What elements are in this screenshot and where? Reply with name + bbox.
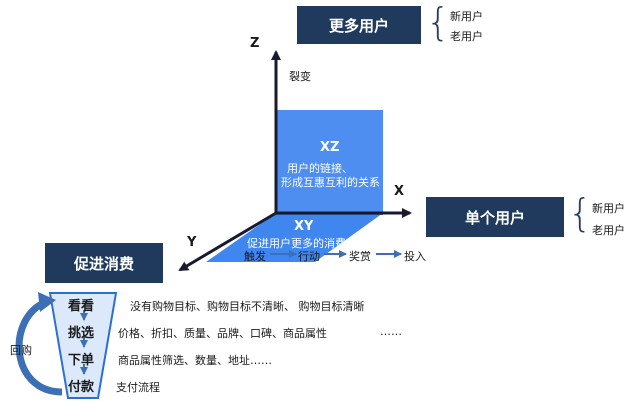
x-axis-label: X [394, 184, 405, 199]
xz-plane [276, 110, 383, 213]
xz-line1: 用户的链接、 [287, 162, 353, 175]
more-users-brace: { [426, 0, 451, 44]
xy-line1: 促进用户更多的消费 [247, 237, 346, 250]
single-user-old: 老用户 [592, 224, 625, 237]
more-users-old: 老用户 [450, 30, 483, 43]
funnel-step-browse: 看看 [68, 299, 95, 314]
funnel-desc-pay: 支付流程 [116, 381, 160, 394]
single-user-brace: { [568, 191, 593, 235]
xy-plane [206, 213, 383, 262]
flow-action: 行动 [298, 250, 320, 263]
funnel-step-order: 下单 [68, 353, 95, 368]
funnel-desc-order: 商品属性筛选、数量、地址…… [118, 354, 272, 367]
single-user-new: 新用户 [592, 202, 625, 215]
funnel-step-select: 挑选 [68, 326, 95, 341]
flow-reward: 奖赏 [349, 250, 371, 263]
repurchase-label: 回购 [10, 344, 32, 357]
promote-consumption-label: 促进消费 [73, 254, 134, 273]
funnel-step-pay: 付款 [68, 380, 95, 395]
y-axis [178, 211, 277, 272]
z-axis-label: Z [250, 36, 260, 51]
more-users-box: 更多用户 [297, 6, 421, 44]
flow-trigger: 触发 [244, 250, 266, 263]
single-user-box: 单个用户 [426, 197, 564, 237]
promote-consumption-box: 促进消费 [45, 243, 163, 283]
single-user-label: 单个用户 [464, 208, 525, 227]
xz-title: XZ [320, 140, 340, 155]
y-axis-label: Y [187, 235, 197, 250]
funnel-desc-select: 价格、折扣、质量、品牌、口碑、商品属性 [118, 327, 327, 340]
more-users-new: 新用户 [450, 10, 483, 23]
funnel-ellipsis: …… [380, 325, 402, 338]
flow-invest: 投入 [404, 250, 426, 263]
repurchase-loop-arrow [15, 298, 63, 396]
xy-title: XY [294, 219, 314, 234]
fission-label: 裂变 [289, 70, 311, 83]
funnel-desc-browse: 没有购物目标、购物目标不清晰、 购物目标清晰 [130, 300, 365, 313]
xz-line2: 形成互惠互利的关系 [281, 176, 380, 189]
more-users-label: 更多用户 [328, 16, 389, 35]
repurchase-loop-arrowhead [38, 292, 56, 312]
